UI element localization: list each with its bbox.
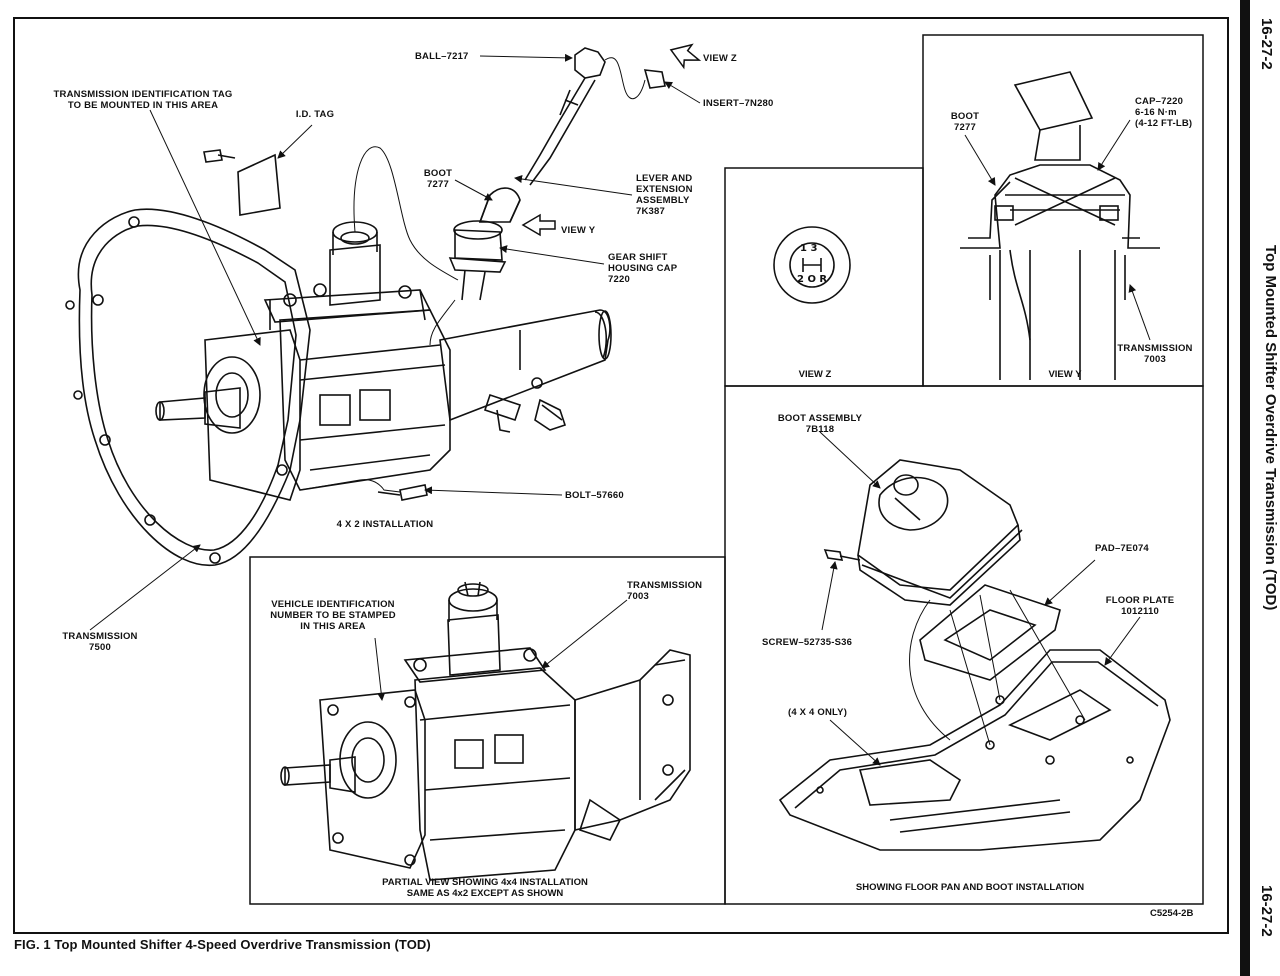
shift-pattern-bottom: 2 O R [797,274,828,285]
label-pad: PAD–7E074 [1095,543,1149,554]
label-vin-line3: IN THIS AREA [300,621,366,632]
label-vin-area: VEHICLE IDENTIFICATION NUMBER TO BE STAM… [258,599,408,632]
side-title: Top Mounted Shifter Overdrive Transmissi… [1262,245,1279,611]
label-lever-line3: ASSEMBLY [636,195,690,206]
label-transmission-7500-line1: TRANSMISSION [62,631,138,642]
figure-frame [13,17,1229,934]
leader-lines-view-y [964,119,1151,341]
label-cap-line2: 6-16 N·m [1135,107,1177,118]
shift-lever-assembly [448,47,666,301]
label-boot-main-line1: BOOT [423,168,453,179]
view-y-section [960,71,1160,380]
label-boot-view-y: BOOT 7277 [945,111,985,133]
label-trans-id-tag-line1: TRANSMISSION IDENTIFICATION TAG [53,89,233,100]
label-screw: SCREW–52735-S36 [762,637,853,648]
guide-lines [299,57,646,493]
label-boot-assy-line2: 7B118 [805,424,835,435]
label-transmission-7003a-line1: TRANSMISSION [627,580,703,591]
side-bar [1240,0,1250,976]
label-view-y-arrow: VIEW Y [561,225,596,236]
label-insert: INSERT–7N280 [703,98,774,109]
label-floor-plate-line2: 1012110 [1121,606,1159,617]
label-gear-cap-line1: GEAR SHIFT [608,252,668,263]
label-trans-id-tag-line2: TO BE MOUNTED IN THIS AREA [67,100,219,111]
panel-4x4-partial [249,556,726,905]
label-partial-line1: PARTIAL VIEW SHOWING 4x4 INSTALLATION [382,877,588,888]
floor-pan-guides [909,589,1086,746]
label-cap-7220: CAP–7220 6-16 N·m (4-12 FT-LB) [1135,96,1192,129]
label-boot-main-line2: 7277 [427,179,449,190]
label-boot-main: BOOT 7277 [418,168,458,190]
figure-caption: FIG. 1 Top Mounted Shifter 4-Speed Overd… [14,937,431,952]
label-ball: BALL–7217 [415,51,469,62]
floor-pan-drawing [778,459,1171,851]
label-cap-line3: (4-12 FT-LB) [1135,118,1193,129]
label-transmission-7003a-line2: 7003 [627,591,649,602]
label-cap-line1: CAP–7220 [1135,96,1184,107]
label-vin-line2: NUMBER TO BE STAMPED [270,610,396,621]
label-lever-assembly: LEVER AND EXTENSION ASSEMBLY 7K387 [636,173,693,217]
label-transmission-7500-line2: 7500 [89,642,111,653]
label-transmission-7003b-line2: 7003 [1144,354,1166,365]
label-view-z-arrow: VIEW Z [703,53,737,64]
label-lever-line4: 7K387 [636,206,665,217]
label-4x2-installation: 4 X 2 INSTALLATION [336,519,434,530]
label-transmission-7003b-line1: TRANSMISSION [1117,343,1193,354]
leader-lines-partial [374,599,628,701]
label-partial-view: PARTIAL VIEW SHOWING 4x4 INSTALLATION SA… [340,877,630,899]
main-transmission-drawing [65,149,612,567]
label-partial-line2: SAME AS 4x2 EXCEPT AS SHOWN [406,888,564,899]
label-bolt: BOLT–57660 [565,490,624,501]
figure-code: C5254-2B [1150,908,1194,919]
label-transmission-7500: TRANSMISSION 7500 [50,631,150,653]
label-view-z-panel: VIEW Z [798,369,832,380]
leader-lines-main [89,53,701,631]
label-lever-line1: LEVER AND [636,173,693,184]
label-id-tag: I.D. TAG [295,109,335,120]
page-number-top: 16-27-2 [1258,18,1275,70]
label-4x4-only: (4 X 4 ONLY) [788,707,848,718]
label-lever-line2: EXTENSION [636,184,693,195]
label-boot-y-line1: BOOT [950,111,980,122]
label-gear-cap-line3: 7220 [608,274,630,285]
label-gear-shift-cap: GEAR SHIFT HOUSING CAP 7220 [608,252,677,285]
label-vin-line1: VEHICLE IDENTIFICATION [271,599,395,610]
leader-lines-floor [819,431,1141,766]
label-floor-plate: FLOOR PLATE 1012110 [1095,595,1185,617]
label-floor-pan-installation: SHOWING FLOOR PAN AND BOOT INSTALLATION [855,882,1085,893]
label-boot-assembly: BOOT ASSEMBLY 7B118 [770,413,870,435]
partial-4x4-drawing [280,581,691,881]
label-gear-cap-line2: HOUSING CAP [608,263,678,274]
page-number-bottom: 16-27-2 [1258,885,1275,937]
label-view-y-panel: VIEW Y [1048,369,1082,380]
label-boot-assy-line1: BOOT ASSEMBLY [777,413,863,424]
label-transmission-7003-view-y: TRANSMISSION 7003 [1110,343,1200,365]
view-z-knob [773,226,851,304]
label-transmission-7003-partial: TRANSMISSION 7003 [627,580,702,602]
label-boot-y-line2: 7277 [954,122,976,133]
label-floor-plate-line1: FLOOR PLATE [1105,595,1175,606]
view-arrows [521,43,702,237]
label-trans-id-tag: TRANSMISSION IDENTIFICATION TAG TO BE MO… [40,89,246,111]
shift-pattern-top: 1 3 [800,243,818,254]
